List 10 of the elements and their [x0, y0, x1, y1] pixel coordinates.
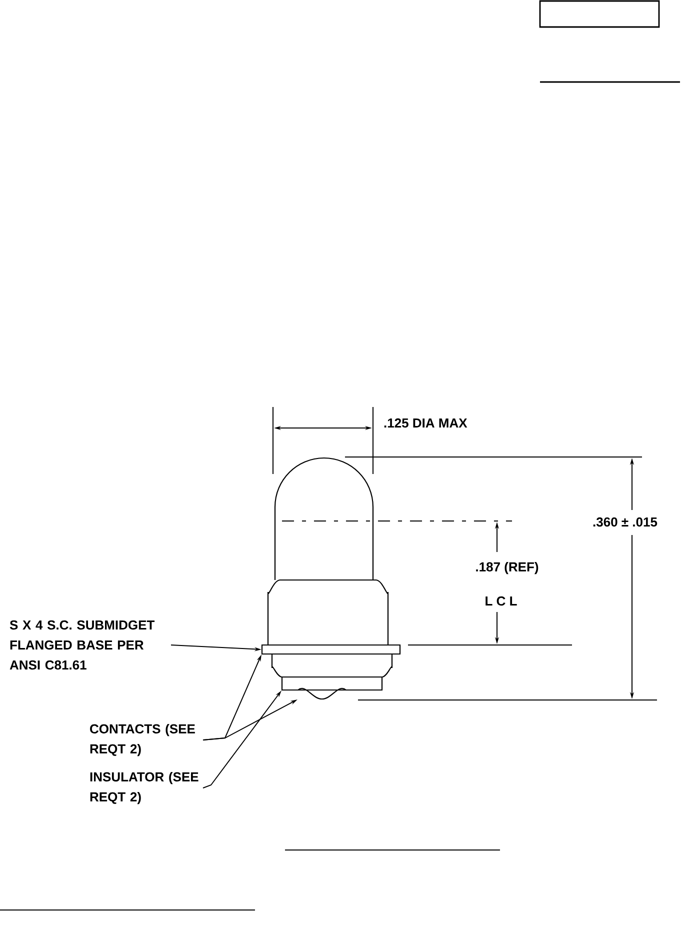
dimension-label: .360 ± .015 [593, 517, 658, 527]
dimension-label: L C L [486, 596, 517, 606]
dimension-label: .125 DIA MAX [384, 418, 468, 428]
bottom-plate [281, 676, 383, 691]
flange [261, 644, 401, 655]
part-label: CONTACTS (SEE REQT 2) [90, 724, 195, 756]
base-label: S X 4 S.C. SUBMIDGET FLANGED BASE PER ANSI C81.61 [10, 620, 155, 670]
contact-dome [298, 688, 346, 700]
dimension-label: .187 (REF) [476, 562, 538, 574]
part-label: INSULATOR (SEE REQT 2) [90, 772, 198, 804]
